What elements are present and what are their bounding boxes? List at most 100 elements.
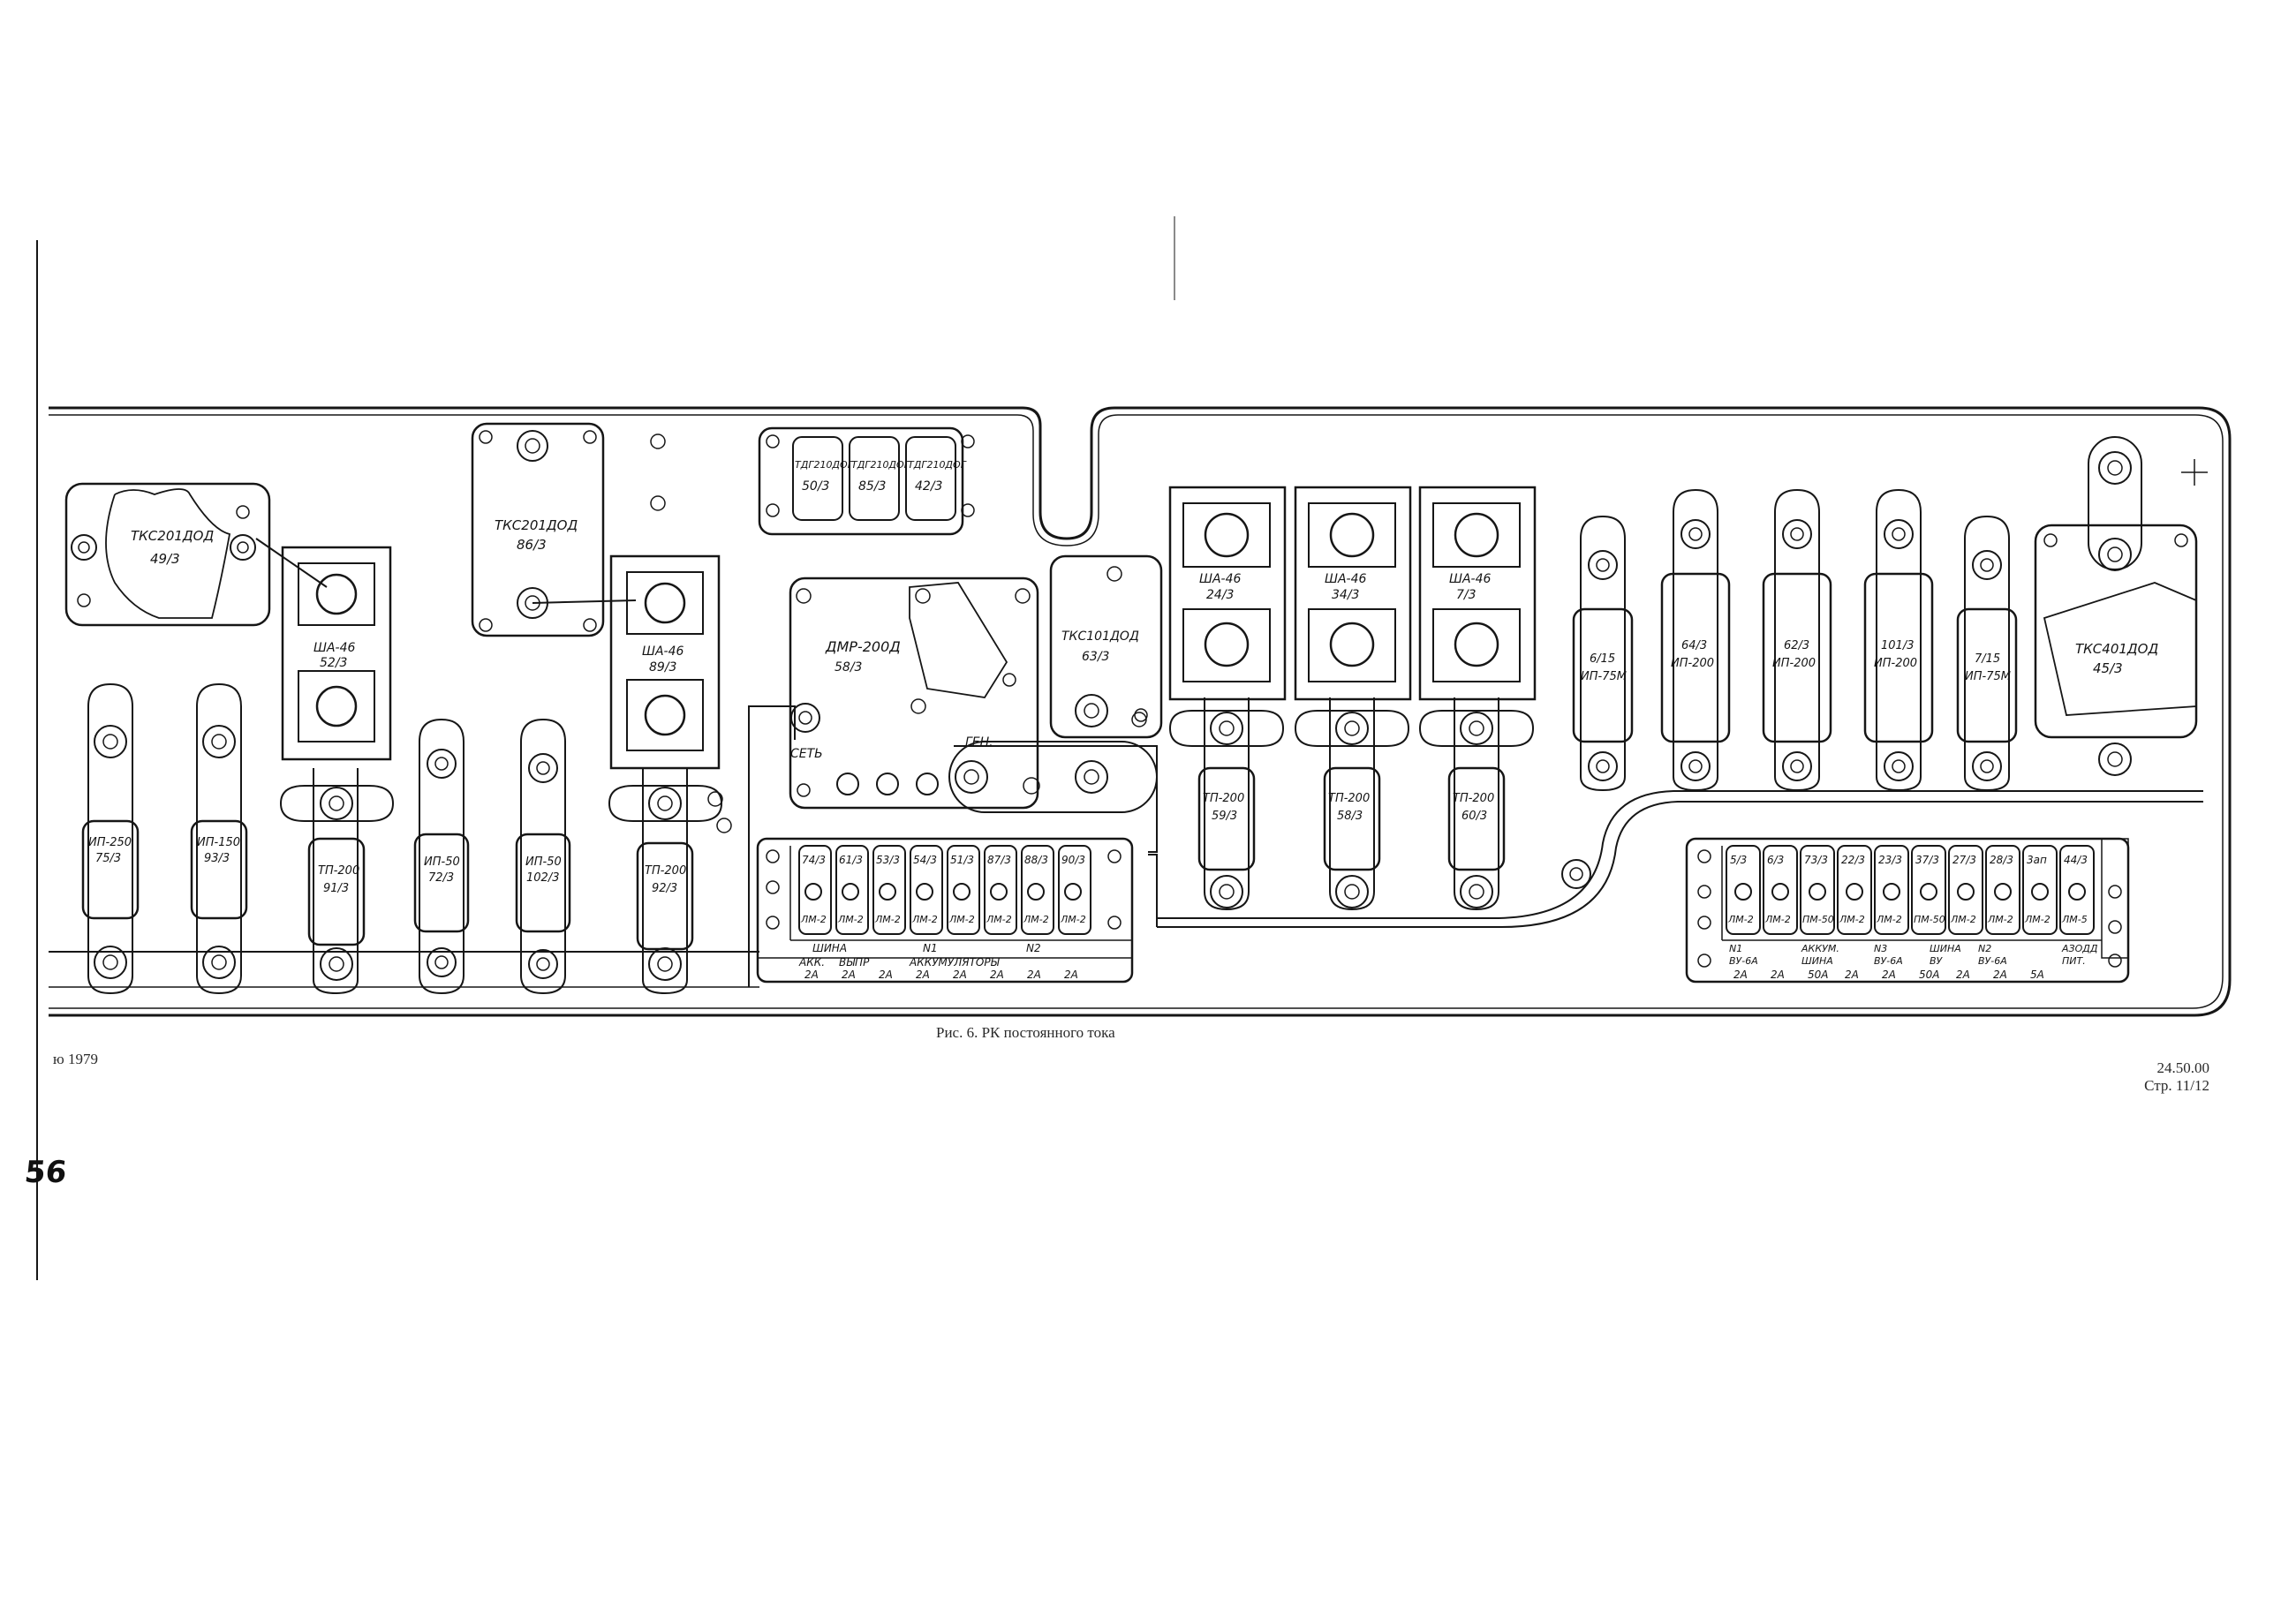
left-fuse-ip250: ИП-250 75/3	[81, 682, 140, 995]
fb1-fuse-cell	[872, 845, 906, 935]
fb2-fuse-cell	[1726, 845, 1761, 935]
footer-page: Стр. 11/12	[2144, 1077, 2209, 1094]
center-fuse-59-name: ТП-200	[1203, 792, 1244, 805]
center-fuse-tp200-58: ТП-200 58/3	[1294, 697, 1410, 911]
fb1-fuse-holder	[804, 883, 822, 901]
fb2-fuse-cell	[1948, 845, 1983, 935]
fb1-fuse-current: 2А	[916, 969, 930, 981]
fb2-fuse-cell	[1837, 845, 1872, 935]
fb2-fuse-cell	[1874, 845, 1909, 935]
fb2-fuse-current: 2А	[1733, 969, 1748, 981]
fb1-fuse-cell	[947, 845, 980, 935]
right-fuse-62-ref: 62/3	[1784, 639, 1809, 652]
fb1-fuse-holder	[879, 883, 896, 901]
handwritten-page-number: 56	[22, 1155, 69, 1190]
fb2-fuse-holder	[1883, 883, 1900, 901]
fb1-fuse-holder	[916, 883, 933, 901]
fb2-fuse-cell	[1763, 845, 1798, 935]
right-fuse-64-name: ИП-200	[1671, 657, 1714, 670]
fb1-fuse-cell	[984, 845, 1017, 935]
fb1-fuse-type: ЛМ-2	[911, 914, 938, 925]
shunt-24: ШA-46 24/3	[1168, 486, 1287, 701]
right-fuse-101-name: ИП-200	[1874, 657, 1917, 670]
fb2-fuse-current: 2А	[1956, 969, 1970, 981]
gen-bus	[954, 745, 1158, 853]
fb1-fuse-ref: 54/3	[913, 854, 937, 866]
fb2-fuse-current: 2А	[1845, 969, 1859, 981]
fb1-group-akk: АКК.	[798, 956, 825, 969]
center-fuse-60-ref: 60/3	[1461, 810, 1487, 823]
figure-caption: Рис. 6. РК постоянного тока	[936, 1024, 1115, 1041]
right-fuse-64: 64/3 ИП-200	[1660, 488, 1731, 792]
fb2-fuse-type: ЛМ-5	[2061, 914, 2088, 925]
fb1-fuse-holder	[1064, 883, 1082, 901]
tdg-relay-1-ref: 50/3	[802, 479, 829, 494]
fb2-fuse-type: ЛМ-2	[1950, 914, 1976, 925]
left-fuse-ip50-102-ref: 102/3	[526, 871, 559, 885]
fb2-fuse-ref: 28/3	[1990, 854, 2013, 866]
fb1-fuse-type: ЛМ-2	[948, 914, 975, 925]
fb1-fuse-current: 2А	[1027, 969, 1041, 981]
fb1-fuse-cell	[1058, 845, 1091, 935]
fb2-fuse-type: ЛМ-2	[1987, 914, 2013, 925]
right-fuse-7-15-ref: 7/15	[1975, 652, 2000, 666]
shunt-34: ШA-46 34/3	[1294, 486, 1412, 701]
dmr-set-label: СЕТЬ	[790, 747, 823, 761]
fb1-fuse-cell	[910, 845, 943, 935]
fb2-fuse-current: 2А	[1993, 969, 2007, 981]
fb2-fuse-type: ЛМ-2	[1764, 914, 1791, 925]
fb2-fuse-holder	[1771, 883, 1789, 901]
left-fuse-ip150-name: ИП-150	[197, 836, 240, 849]
shunt-52-ref: 52/3	[320, 656, 347, 670]
right-terminal-core	[2107, 751, 2123, 767]
shunt-7: ШA-46 7/3	[1418, 486, 1537, 701]
fb2-group-bottom: ВУ	[1930, 955, 1944, 967]
tks401dod-relay: ТКС401ДОД 45/3	[2034, 436, 2198, 739]
left-fuse-ip50-72-ref: 72/3	[428, 871, 454, 885]
fb2-group-top: АККУМ.	[1801, 943, 1839, 954]
shunt-34-name: ШA-46	[1325, 572, 1367, 586]
fuse-block-2: 5/3ЛМ-26/3ЛМ-273/3ПМ-5022/3ЛМ-223/3ЛМ-23…	[1685, 837, 2130, 984]
fb2-fuse-type: ЛМ-2	[1876, 914, 1902, 925]
fb1-fuse-ref: 74/3	[802, 854, 826, 866]
left-fuse-tp200-91: ТП-200 91/3	[279, 768, 395, 995]
left-fuse-ip250-ref: 75/3	[95, 852, 121, 865]
fb1-fuse-holder	[953, 883, 971, 901]
fb2-fuse-holder	[2031, 883, 2049, 901]
mount-holes-top	[650, 433, 666, 511]
fb1-fuse-ref: 53/3	[876, 854, 900, 866]
fb1-fuse-cell	[835, 845, 869, 935]
fb2-fuse-cell	[1985, 845, 2020, 935]
shunt-24-ref: 24/3	[1206, 588, 1234, 602]
center-fuse-58-name: ТП-200	[1328, 792, 1370, 805]
fb2-fuse-type: ЛМ-2	[1727, 914, 1754, 925]
tks401dod-ref: 45/3	[2093, 660, 2123, 676]
right-fuse-64-ref: 64/3	[1681, 639, 1707, 652]
fb2-fuse-type: ПМ-50	[1914, 914, 1945, 925]
fb1-fuse-current: 2А	[990, 969, 1004, 981]
tks201dod-86-ref: 86/3	[517, 537, 547, 553]
fb1-fuse-ref: 61/3	[839, 854, 863, 866]
tdg-relay-1-name: ТДГ210ДОГ	[795, 459, 854, 471]
tdg-relay-3-ref: 42/3	[915, 479, 942, 494]
fb1-group-n1: N1	[923, 942, 938, 954]
tks101dod-ref: 63/3	[1082, 650, 1109, 664]
tks101dod-relay: ТКС101ДОД 63/3	[1049, 554, 1163, 794]
fb2-group-bottom: ПИТ.	[2062, 955, 2086, 967]
fb2-fuse-current: 50А	[1808, 969, 1828, 981]
fb1-group-n2: N2	[1026, 942, 1041, 954]
fb2-group-bottom: ВУ-6А	[1729, 955, 1758, 967]
fb1-fuse-current: 2А	[1064, 969, 1078, 981]
fb2-group-top: N3	[1874, 943, 1887, 954]
shunt-89-name: ШA-46	[642, 644, 684, 659]
fb1-fuse-cell	[798, 845, 832, 935]
fuse-block-1: 74/3ЛМ-22А61/3ЛМ-22А53/3ЛМ-22А54/3ЛМ-22А…	[756, 837, 1134, 984]
center-fuse-tp200-59: ТП-200 59/3	[1168, 697, 1285, 911]
left-fuse-ip50-102-name: ИП-50	[525, 855, 562, 869]
left-fuse-ip50-72-name: ИП-50	[424, 855, 460, 869]
shunt-7-name: ШA-46	[1449, 572, 1492, 586]
right-fuse-6-15-name: ИП-75М	[1581, 670, 1627, 683]
fb2-fuse-holder	[1734, 883, 1752, 901]
fb2-fuse-ref: 37/3	[1915, 854, 1939, 866]
